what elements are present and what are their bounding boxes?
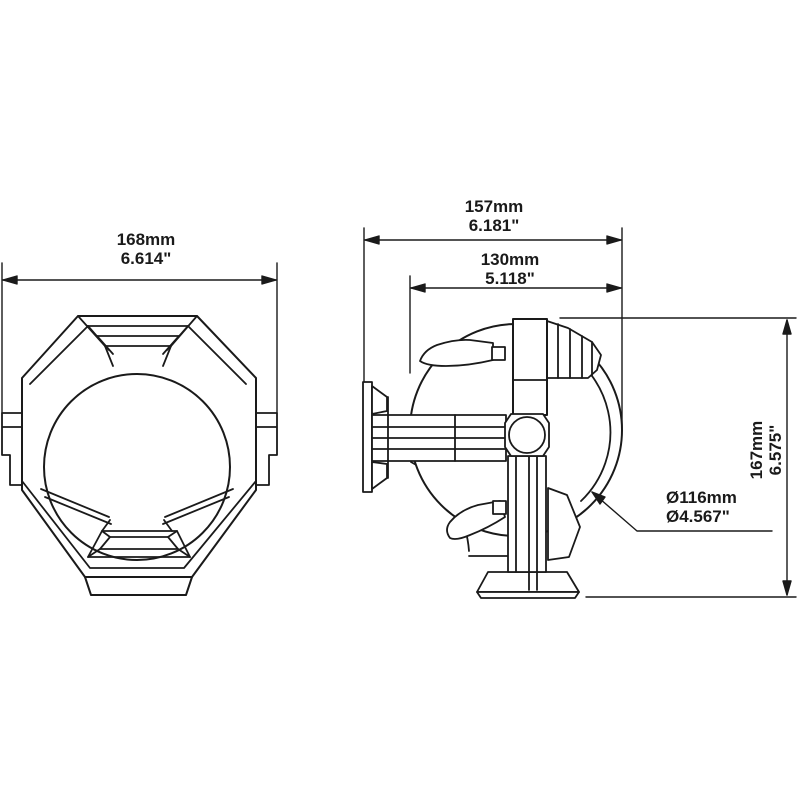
dimension-overall-depth-lines (363, 227, 623, 429)
dimension-front-width-in: 6.614" (120, 249, 172, 268)
dimension-front-width-lines (1, 262, 278, 414)
front-bottom-recess (87, 530, 191, 558)
side-pivot-knuckle (504, 413, 550, 457)
front-top-recess (29, 315, 247, 385)
dimension-dome-diameter-mm: Ø116mm (666, 488, 737, 507)
dimension-overall-depth-in: 6.181" (468, 216, 520, 235)
dimension-overall-depth-mm: 157mm (464, 197, 524, 216)
side-wall-flange (362, 381, 388, 493)
side-bracket-arm (371, 396, 507, 479)
dimension-dome-diameter-label: Ø116mm Ø4.567" (666, 488, 737, 526)
dimension-body-depth-in: 5.118" (485, 269, 535, 288)
front-dome-lens (43, 373, 231, 561)
side-vertical-leg (507, 455, 547, 591)
dimension-height-mm: 167mm (747, 420, 766, 480)
dimension-dome-diameter-leader (591, 491, 773, 532)
dimension-overall-depth-label: 157mm 6.181" (394, 197, 594, 235)
dimension-height-lines (559, 317, 797, 598)
dimension-dome-diameter-in: Ø4.567" (666, 507, 730, 526)
side-upper-slot (419, 338, 506, 367)
side-view (362, 318, 623, 599)
side-bezel-wedge (546, 320, 602, 379)
dimension-body-depth-lines (409, 275, 622, 374)
dimension-front-width-label: 168mm 6.614" (46, 230, 246, 268)
dimension-front-width-mm: 168mm (116, 230, 176, 249)
side-top-column (512, 318, 548, 416)
dimension-height-in: 6.575" (766, 424, 785, 476)
dimension-lines (1, 227, 797, 598)
front-view (1, 315, 278, 596)
front-lower-ledge (40, 488, 234, 532)
side-lower-slot (446, 500, 507, 540)
dimension-body-depth-label: 130mm 5.118" (410, 250, 610, 288)
dimension-height-label: 167mm 6.575" (747, 405, 785, 495)
dimension-body-depth-mm: 130mm (480, 250, 540, 269)
front-bracket-tabs (1, 412, 278, 486)
side-base-foot (476, 571, 580, 599)
